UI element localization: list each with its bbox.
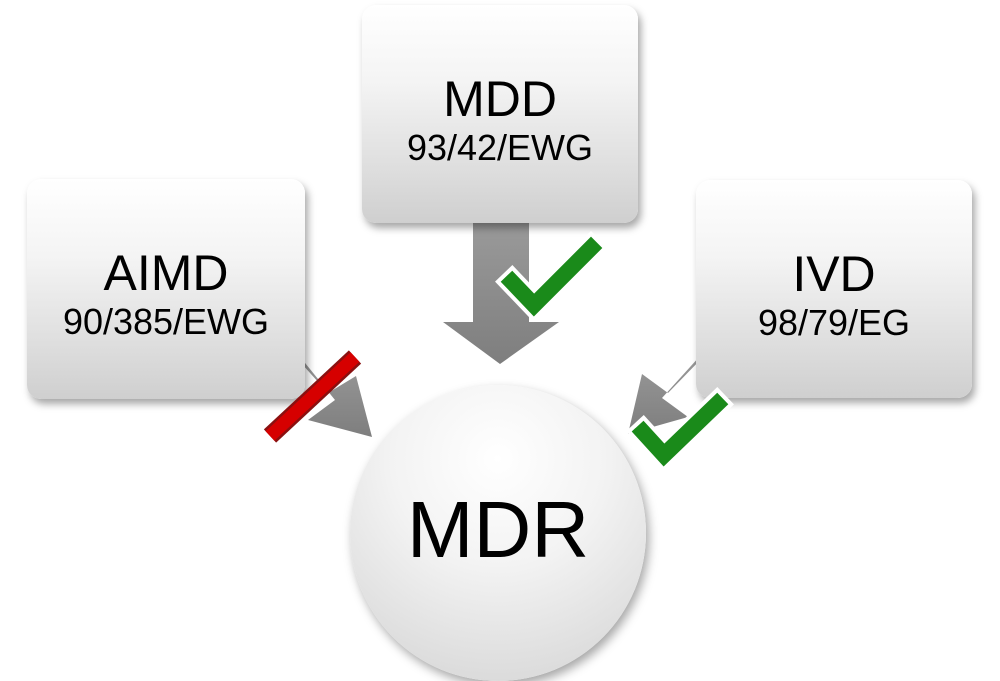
- checkmark-icon: [626, 387, 734, 473]
- node-ivd-code: 98/79/EG: [757, 302, 911, 343]
- arrow-mdd-to-mdr: [443, 222, 559, 364]
- node-mdd: MDD 93/42/EWG: [362, 5, 638, 223]
- node-aimd-title: AIMD: [103, 245, 229, 301]
- node-mdr: MDR: [350, 385, 646, 681]
- node-ivd: IVD 98/79/EG: [696, 180, 972, 398]
- arrow-aimd-to-mdr: [293, 353, 372, 437]
- checkmark-icon: [495, 231, 608, 323]
- strike-icon: [263, 350, 362, 443]
- node-ivd-title: IVD: [792, 246, 876, 302]
- node-mdd-code: 93/42/EWG: [406, 127, 594, 168]
- node-mdr-title: MDR: [406, 485, 590, 574]
- node-aimd: AIMD 90/385/EWG: [27, 179, 305, 399]
- node-aimd-code: 90/385/EWG: [62, 301, 270, 342]
- node-mdd-title: MDD: [443, 71, 557, 127]
- arrow-ivd-to-mdr: [628, 354, 706, 434]
